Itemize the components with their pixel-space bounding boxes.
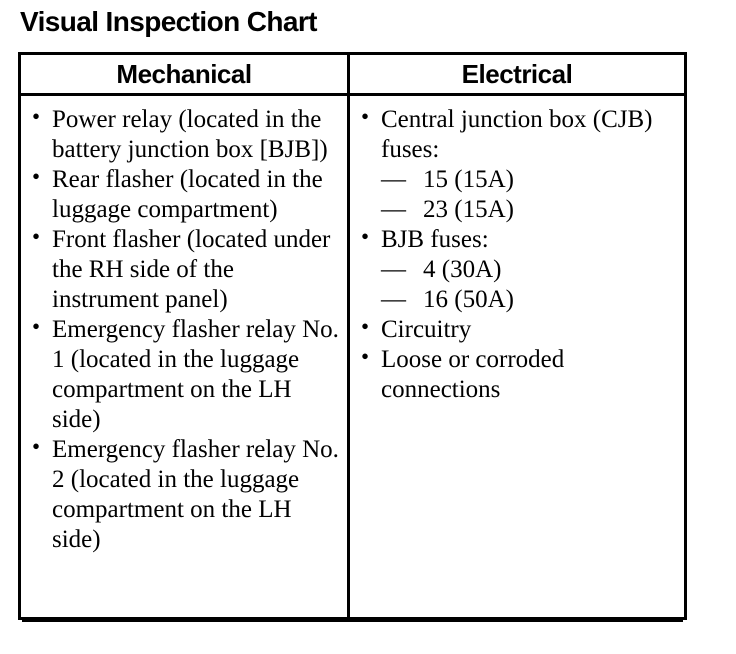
list-item-text: Loose or corroded connections [381,346,565,403]
bullet-icon: • [361,344,370,369]
bullet-icon: • [361,314,370,339]
list-item: • Power relay (located in the battery ju… [21,104,341,165]
page-title: Visual Inspection Chart [20,6,317,37]
mechanical-item-list: • Power relay (located in the battery ju… [21,104,341,555]
visual-inspection-table: Mechanical Electrical • Power relay (loc… [18,52,687,620]
fuse-sub-item-text: 23 (15A) [423,196,514,223]
electrical-cell: • Central junction box (CJB) fuses: — 15… [347,93,687,620]
list-item-text: Central junction box (CJB) fuses: [381,106,653,163]
fuse-sub-item: — 15 (15A) [381,165,678,195]
table-header-row: Mechanical Electrical [18,52,687,96]
fuse-sub-item-text: 15 (15A) [423,166,514,193]
dash-icon: — [381,196,406,223]
fuse-sub-item: — 4 (30A) [381,255,678,285]
bullet-icon: • [32,314,41,339]
list-item: • BJB fuses: — 4 (30A) — 16 (50A) [350,224,678,315]
bullet-icon: • [32,224,41,249]
fuse-sub-item-text: 16 (50A) [423,286,514,313]
fuse-sub-item: — 23 (15A) [381,195,678,225]
list-item-text: Power relay (located in the battery junc… [52,106,328,163]
list-item-text: Emergency flasher relay No. 1 (located i… [52,316,339,433]
fuse-sub-item-text: 4 (30A) [423,256,502,283]
list-item: • Emergency flasher relay No. 2 (located… [21,434,341,555]
fuse-sub-item: — 16 (50A) [381,285,678,315]
mechanical-cell: • Power relay (located in the battery ju… [18,93,350,620]
electrical-item-list: • Central junction box (CJB) fuses: — 15… [350,104,678,405]
list-item: • Circuitry [350,314,678,345]
dash-icon: — [381,256,406,283]
list-item-text: Rear flasher (located in the luggage com… [52,166,323,223]
list-item: • Loose or corroded connections [350,344,678,405]
list-item-text: Circuitry [381,316,472,343]
list-item: • Rear flasher (located in the luggage c… [21,164,341,225]
table-body-row: • Power relay (located in the battery ju… [18,93,687,620]
dash-icon: — [381,166,406,193]
bullet-icon: • [361,224,370,249]
column-header-mechanical: Mechanical [18,52,350,96]
bullet-icon: • [361,104,370,129]
bullet-icon: • [32,434,41,459]
list-item-text: Emergency flasher relay No. 2 (located i… [52,436,339,553]
list-item-text: BJB fuses: [381,226,489,253]
list-item: • Central junction box (CJB) fuses: — 15… [350,104,678,225]
list-item: • Front flasher (located under the RH si… [21,224,341,315]
dash-icon: — [381,286,406,313]
bullet-icon: • [32,164,41,189]
list-item: • Emergency flasher relay No. 1 (located… [21,314,341,435]
list-item-text: Front flasher (located under the RH side… [52,226,331,313]
column-header-electrical: Electrical [347,52,687,96]
bullet-icon: • [32,104,41,129]
